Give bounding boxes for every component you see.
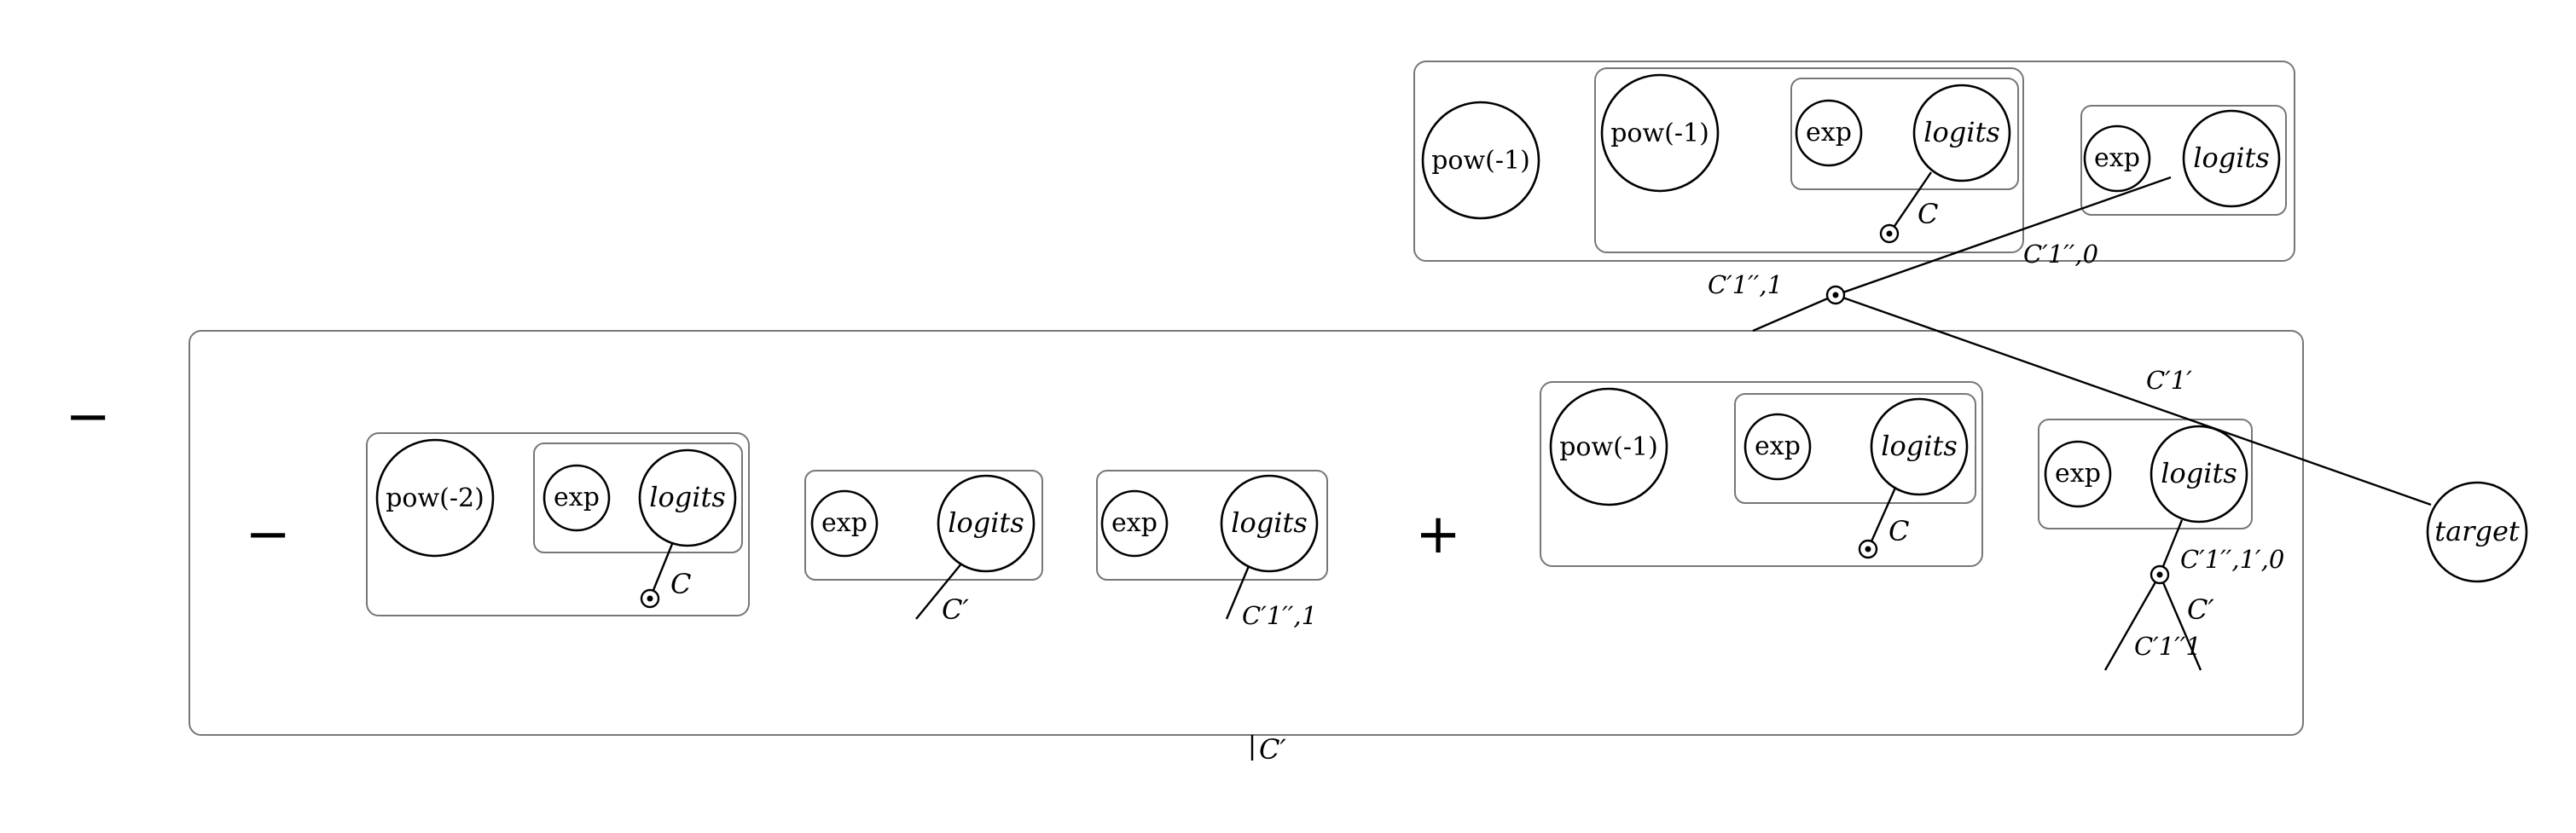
node-top-inner-pow-neg1-label: pow(-1) xyxy=(1610,119,1709,148)
node-mid1-exp xyxy=(810,489,879,558)
node-top-right-exp xyxy=(2083,124,2151,193)
pow2-group-box xyxy=(366,432,750,616)
node-mid1-exp-label: exp xyxy=(821,508,867,538)
label-C-1pp-0: C′1′′,0 xyxy=(2023,240,2098,269)
top-right-exp-logits-box xyxy=(2080,105,2287,216)
node-top-pow-neg1-label: pow(-1) xyxy=(1431,146,1530,176)
edge-plus-logits-to-dot xyxy=(1866,487,1897,550)
label-bottom-C-prime: C′ xyxy=(1259,733,1286,766)
node-top-exp xyxy=(1795,99,1863,167)
edge-top-logits-to-dot xyxy=(1888,171,1932,234)
node-right-exp-label: exp xyxy=(2055,459,2101,489)
node-mid2-logits-label: logits xyxy=(1231,506,1308,539)
edge-mid1-logits-down xyxy=(915,562,963,620)
node-top-right-exp-label: exp xyxy=(2094,143,2140,173)
edge-center-dot-to-target xyxy=(1835,293,2432,506)
edge-center-dot-to-main-box xyxy=(1752,293,1836,333)
edge-right-dot-right-branch xyxy=(2158,574,2202,671)
edge-right-logits-to-dot xyxy=(2158,519,2184,576)
node-plus-exp xyxy=(1743,413,1812,481)
node-pow-neg2-label: pow(-2) xyxy=(386,483,484,513)
edge-pow2-logits-to-dot xyxy=(648,543,674,599)
plus-exp-logits-box xyxy=(1734,393,1976,504)
label-right-C-prime: C′ xyxy=(2187,593,2214,626)
label-top-C: C xyxy=(1917,198,1938,230)
plus-right-exp-logits-box xyxy=(2038,419,2253,529)
mid-exp-logits-box-2 xyxy=(1096,470,1328,581)
top-inner-group-box xyxy=(1594,67,2024,253)
node-mid1-logits xyxy=(937,474,1036,573)
node-mid1-logits-label: logits xyxy=(948,506,1024,539)
outer-minus-sign: − xyxy=(65,385,111,448)
label-C-1pp-1-top: C′1′′,1 xyxy=(1708,270,1783,299)
node-pow2-exp xyxy=(542,464,611,532)
label-plus-C: C xyxy=(1888,515,1909,547)
node-top-pow-neg1 xyxy=(1421,101,1540,220)
node-right-exp xyxy=(2044,440,2112,508)
node-top-logits xyxy=(1912,84,2011,182)
node-pow-neg2 xyxy=(375,438,495,558)
edge-mid2-logits-down xyxy=(1225,565,1250,620)
label-pow2-C: C xyxy=(670,568,691,600)
node-target-label: target xyxy=(2434,515,2520,547)
node-right-logits-label: logits xyxy=(2161,457,2237,489)
node-target xyxy=(2426,481,2528,583)
pow2-exp-logits-box xyxy=(533,443,743,553)
edge-right-dot-left-branch xyxy=(2103,574,2161,671)
label-mid1-C-prime: C′ xyxy=(942,593,969,626)
node-plus-pow-neg1-label: pow(-1) xyxy=(1559,432,1658,462)
label-C-1pp-1p-0: C′1′′,1′,0 xyxy=(2180,545,2284,574)
odot-pow2 xyxy=(640,588,660,609)
node-right-logits xyxy=(2150,425,2248,524)
edge-top-right-logits-to-center-dot xyxy=(1835,176,2172,297)
node-mid2-exp-label: exp xyxy=(1111,508,1157,538)
node-top-logits-label: logits xyxy=(1923,116,2000,148)
odot-plus xyxy=(1858,539,1878,559)
node-plus-exp-label: exp xyxy=(1755,431,1801,461)
main-group-box xyxy=(189,330,2304,736)
node-top-right-logits xyxy=(2182,109,2281,208)
plus-group-box xyxy=(1540,381,1983,567)
label-mid2-C-1pp-1: C′1′′,1 xyxy=(1242,601,1317,630)
mid-exp-logits-box-1 xyxy=(804,470,1043,581)
node-top-inner-pow-neg1 xyxy=(1600,73,1720,193)
top-exp-logits-box xyxy=(1790,78,2019,190)
top-group-box xyxy=(1413,61,2295,262)
label-C-1p: C′1′ xyxy=(2146,366,2192,395)
odot-center xyxy=(1825,285,1846,305)
node-top-exp-label: exp xyxy=(1806,118,1852,148)
node-top-right-logits-label: logits xyxy=(2193,142,2270,174)
inner-minus-sign: − xyxy=(245,503,291,566)
odot-top xyxy=(1879,223,1900,244)
node-pow2-exp-label: exp xyxy=(554,483,600,512)
node-plus-logits xyxy=(1870,397,1969,496)
odot-right xyxy=(2150,564,2170,585)
node-plus-pow-neg1 xyxy=(1549,387,1668,506)
node-pow2-logits-label: logits xyxy=(649,481,726,513)
node-mid2-logits xyxy=(1220,474,1319,573)
plus-sign: + xyxy=(1415,503,1461,566)
node-pow2-logits xyxy=(638,448,737,547)
node-mid2-exp xyxy=(1100,489,1169,558)
label-C-1pp-sub1: C′1′′1 xyxy=(2134,632,2202,661)
node-plus-logits-label: logits xyxy=(1881,430,1958,462)
